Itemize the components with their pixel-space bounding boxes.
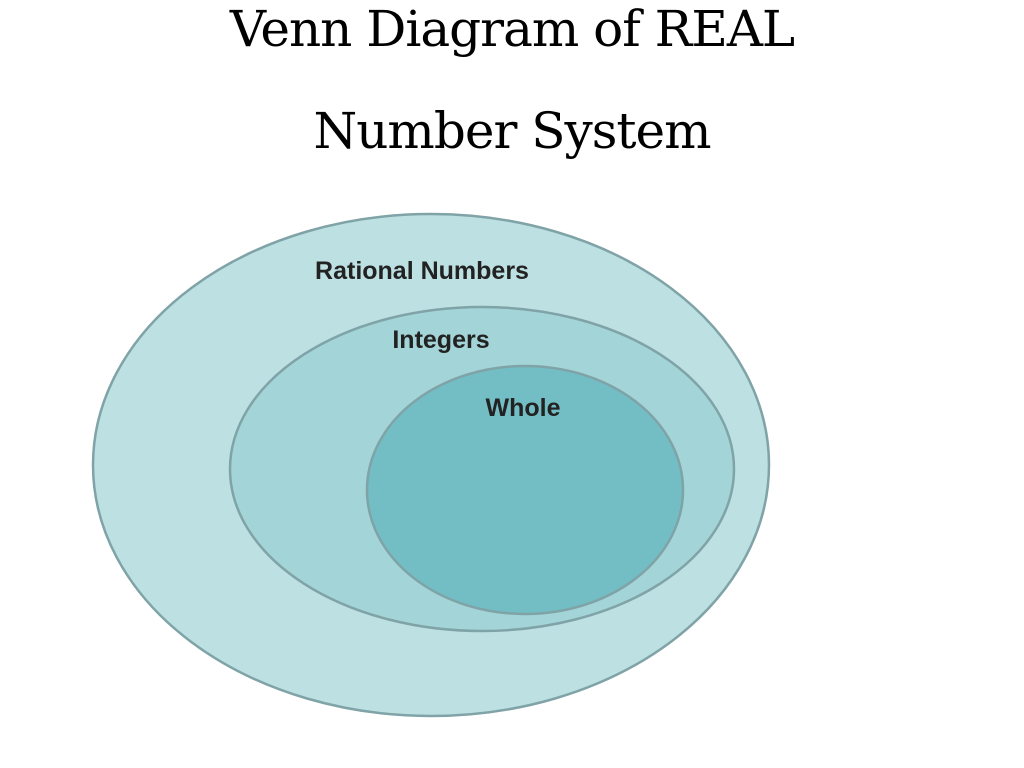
title-line-2: Number System — [313, 102, 711, 160]
title-line-1: Venn Diagram of REAL — [229, 0, 795, 58]
integers-label: Integers — [392, 326, 489, 354]
whole-label: Whole — [486, 394, 561, 422]
rational-numbers-label: Rational Numbers — [315, 257, 529, 285]
whole-set — [365, 364, 685, 616]
